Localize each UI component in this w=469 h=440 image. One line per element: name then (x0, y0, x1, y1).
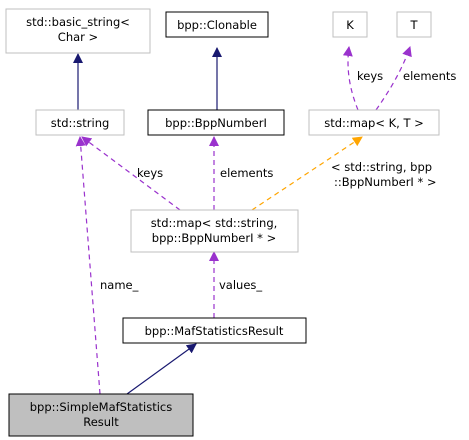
node-clonable-label: bpp::Clonable (177, 18, 257, 32)
node-map-kt-label: std::map< K, T > (324, 116, 424, 130)
edge-label-template-args-1: < std::string, bpp (331, 160, 432, 174)
node-maf-statistics-result-label: bpp::MafStatisticsResult (145, 324, 284, 338)
edge-label-keys-string: keys (137, 166, 163, 180)
node-map-instance[interactable]: std::map< std::string, bpp::BppNumberI *… (130, 209, 299, 253)
edge-map-to-t (375, 46, 412, 111)
node-basic-string[interactable]: std::basic_string< Char > (5, 8, 151, 54)
node-t[interactable]: T (396, 11, 432, 38)
node-bppnumber[interactable]: bpp::BppNumberI (147, 109, 285, 136)
node-simple-maf-statistics-result-line2: Result (83, 415, 119, 429)
node-map-instance-line2: bpp::BppNumberI * > (152, 231, 276, 245)
node-std-string-label: std::string (51, 116, 110, 130)
node-t-label: T (409, 18, 418, 32)
edge-simple-to-mafresult (126, 343, 197, 395)
edge-mapinst-to-mapkt (251, 136, 363, 211)
node-simple-maf-statistics-result[interactable]: bpp::SimpleMafStatistics Result (8, 393, 194, 437)
edge-label-elements-bpp: elements (220, 166, 273, 180)
edge-label-values: values_ (219, 278, 262, 292)
edge-label-keys-k: keys (357, 69, 383, 83)
node-map-kt[interactable]: std::map< K, T > (308, 109, 440, 136)
edge-label-elements-t: elements (403, 69, 456, 83)
edge-simple-to-string (75, 136, 101, 395)
node-clonable[interactable]: bpp::Clonable (165, 11, 269, 38)
edge-mapinst-to-string (81, 136, 181, 211)
node-map-instance-line1: std::map< std::string, (151, 216, 278, 230)
node-k[interactable]: K (332, 11, 368, 38)
edge-map-to-k (342, 46, 359, 111)
node-simple-maf-statistics-result-line1: bpp::SimpleMafStatistics (30, 400, 173, 414)
node-basic-string-line2: Char > (58, 30, 98, 44)
edge-label-name: name_ (100, 278, 139, 292)
node-std-string[interactable]: std::string (35, 109, 125, 136)
node-maf-statistics-result[interactable]: bpp::MafStatisticsResult (122, 317, 307, 344)
node-bppnumber-label: bpp::BppNumberI (165, 116, 267, 130)
edge-label-template-args-2: ::BppNumberI * > (334, 175, 437, 189)
node-basic-string-line1: std::basic_string< (26, 15, 130, 29)
node-k-label: K (346, 18, 354, 32)
